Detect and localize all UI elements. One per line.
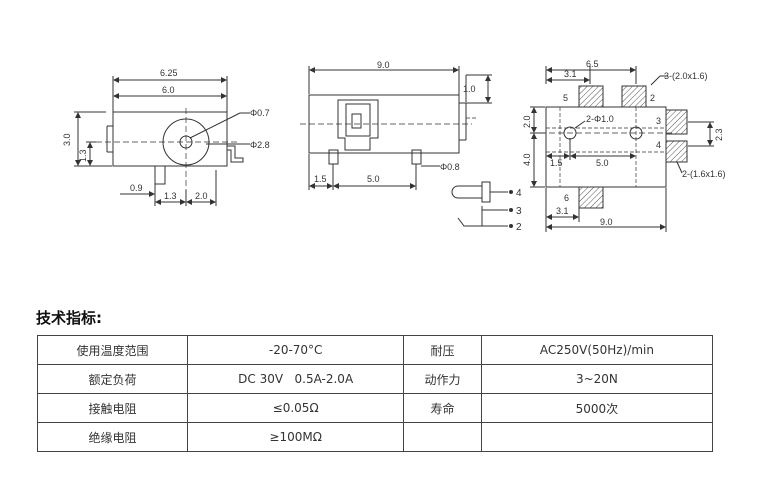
spec-value: 3~20N [480,364,714,394]
spec-value: AC250V(50Hz)/min [480,335,714,365]
pad-label-6: 6 [564,193,569,203]
pin-marker-2 [509,224,513,228]
table-row: 绝缘电阻 ≥100MΩ [36,422,714,452]
pad-5 [578,85,604,108]
dim-right-5-0: 5.0 [596,158,609,168]
callout-pad-3x: 3-(2.0x1.6) [664,71,708,81]
dim-right-4-0: 4.0 [522,153,532,166]
section-title: 技术指标: [36,309,102,327]
pad-label-3: 3 [656,116,661,126]
callout-pad-2x: 2-(1.6x1.6) [682,169,726,179]
dim-right-6-5: 6.5 [586,59,599,69]
dim-left-3-0: 3.0 [62,133,72,146]
spec-value: -20-70°C [187,335,405,365]
technical-drawing: 6.25 6.0 3.0 1.3 0.9 1.3 2.0 Φ0.7 Φ2.8 [62,59,726,233]
pin-marker-3 [509,208,513,212]
middle-view [300,66,508,227]
spec-value: DC 30V 0.5A-2.0A [187,364,405,394]
callout-phi-0-8: Φ0.8 [440,162,460,172]
pin-label-3: 3 [516,206,522,217]
dim-right-9-0: 9.0 [600,217,613,227]
left-view [74,76,250,206]
dim-mid-1-0: 1.0 [463,84,476,94]
spec-value: ≤0.05Ω [187,393,405,423]
pad-3 [665,109,688,135]
spec-label [403,422,482,452]
table-row: 接触电阻 ≤0.05Ω 寿命 5000次 [36,393,714,423]
spec-label: 动作力 [403,364,482,394]
pad-6 [578,186,604,209]
pad-4 [665,140,688,163]
spec-label: 绝缘电阻 [36,422,189,452]
dim-left-6-0: 6.0 [162,85,175,95]
dim-mid-5-0: 5.0 [367,174,380,184]
pin-label-2: 2 [516,222,522,233]
spec-label: 接触电阻 [36,393,189,423]
dim-right-2-3: 2.3 [714,128,724,141]
dim-left-6-25: 6.25 [160,68,178,78]
dim-left-1-3-bottom: 1.3 [164,191,177,201]
pad-label-5: 5 [563,93,568,103]
pad-label-4: 4 [656,140,661,150]
table-row: 使用温度范围 -20-70°C 耐压 AC250V(50Hz)/min [36,335,714,365]
dim-right-2-0: 2.0 [522,115,532,128]
spec-value [480,422,714,452]
dim-right-1-5: 1.5 [550,158,563,168]
spec-label: 使用温度范围 [36,335,189,365]
spec-table: 使用温度范围 -20-70°C 耐压 AC250V(50Hz)/min 额定负荷… [36,335,714,452]
pad-label-2: 2 [650,93,655,103]
table-row: 额定负荷 DC 30V 0.5A-2.0A 动作力 3~20N [36,364,714,394]
callout-phi-0-7: Φ0.7 [250,108,270,118]
spec-value: 5000次 [480,393,714,423]
spec-value: ≥100MΩ [187,422,405,452]
dim-mid-9-0: 9.0 [377,60,390,70]
dim-right-3-1-top: 3.1 [564,69,577,79]
spec-label: 寿命 [403,393,482,423]
dim-mid-1-5: 1.5 [314,174,327,184]
pad-2 [621,85,647,108]
dim-left-2-0: 2.0 [195,191,208,201]
pin-marker-4 [509,190,513,194]
dim-left-0-9: 0.9 [130,183,143,193]
pin-label-4: 4 [516,188,522,199]
spec-label: 耐压 [403,335,482,365]
callout-phi-2-8: Φ2.8 [250,140,270,150]
dim-right-3-1-bottom: 3.1 [556,206,569,216]
callout-holes: 2-Φ1.0 [586,114,614,124]
dim-left-1-3-vertical: 1.3 [78,149,88,162]
spec-label: 额定负荷 [36,364,189,394]
